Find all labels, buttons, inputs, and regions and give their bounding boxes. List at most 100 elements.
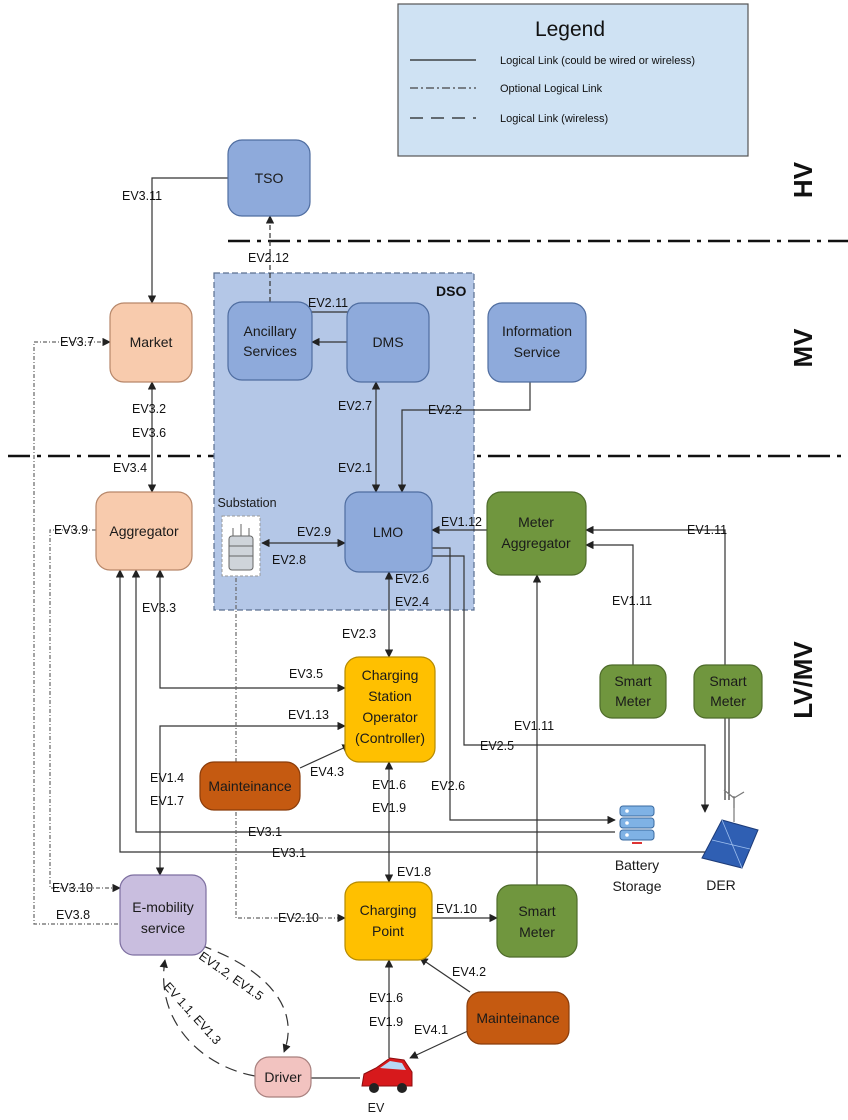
link-maint2-cp — [419, 957, 471, 993]
zone-hv-label: HV — [788, 161, 818, 198]
smart-meter-c-label-1: Smart — [518, 903, 555, 919]
label-ev1-13: EV1.13 — [288, 708, 329, 722]
link-maint-cso — [299, 744, 351, 769]
smart-meter-b-node: Smart Meter — [693, 664, 763, 719]
cso-label-1: Charging — [362, 667, 419, 683]
link-emob-market — [33, 337, 120, 925]
zone-lvmv-label: LV/MV — [788, 641, 818, 719]
smart-meter-a-label-2: Meter — [615, 693, 651, 709]
label-ev3-1-der: EV3.1 — [272, 846, 306, 860]
label-ev2-4: EV2.4 — [395, 595, 429, 609]
label-ev1-11-smart-c: EV1.11 — [514, 719, 554, 733]
der-node: DER — [701, 789, 759, 893]
info-label-2: Service — [514, 344, 561, 360]
connectors — [33, 177, 730, 1079]
link-lmo-der — [432, 555, 710, 813]
battery-storage-node: Battery Storage — [612, 805, 662, 894]
transformer-icon — [228, 524, 254, 571]
link-aggregator-emob — [49, 529, 121, 893]
aggregator-label: Aggregator — [109, 523, 179, 539]
link-emob-cso — [155, 721, 346, 876]
legend-title: Legend — [535, 18, 605, 41]
emob-label-1: E-mobility — [132, 899, 193, 915]
label-ev1-12: EV1.12 — [441, 515, 482, 529]
maint-1-label: Mainteinance — [208, 778, 291, 794]
label-ev2-6-lmo: EV2.6 — [395, 572, 429, 586]
label-ev1-6-ev: EV1.6 — [369, 991, 403, 1005]
link-aggregator-cso — [155, 569, 346, 693]
der-label: DER — [706, 877, 736, 893]
dso-label: DSO — [436, 283, 466, 299]
label-ev2-1: EV2.1 — [338, 461, 372, 475]
label-ev4-1: EV4.1 — [414, 1023, 448, 1037]
dms-label: DMS — [372, 334, 403, 350]
cp-label-1: Charging — [360, 902, 417, 918]
label-ev2-5: EV2.5 — [480, 739, 514, 753]
ev-label: EV — [368, 1101, 385, 1115]
label-ev4-3: EV4.3 — [310, 765, 344, 779]
aggregator-node: Aggregator — [95, 491, 193, 571]
emob-label-2: service — [141, 920, 186, 936]
ancillary-services-node: Ancillary Services — [227, 301, 313, 381]
ancillary-label-1: Ancillary — [244, 323, 297, 339]
charging-point-node: Charging Point — [344, 881, 433, 961]
smart-meter-c-node: Smart Meter — [496, 884, 578, 958]
smart-meter-a-label-1: Smart — [614, 673, 651, 689]
info-label-1: Information — [502, 323, 572, 339]
maint-2-label: Mainteinance — [476, 1010, 559, 1026]
car-icon — [361, 1057, 413, 1093]
battery-label-1: Battery — [615, 857, 659, 873]
legend-dashdot-label: Optional Logical Link — [500, 83, 603, 95]
lmo-label: LMO — [373, 524, 403, 540]
meter-agg-label-2: Aggregator — [501, 535, 571, 551]
label-ev1-4: EV1.4 — [150, 771, 184, 785]
label-ev3-8: EV3.8 — [56, 908, 90, 922]
label-ev2-7: EV2.7 — [338, 399, 372, 413]
label-ev2-3: EV2.3 — [342, 627, 376, 641]
link-tso-market — [147, 177, 228, 304]
label-ev2-12: EV2.12 — [248, 251, 289, 265]
smart-meter-b-label-2: Meter — [710, 693, 746, 709]
link-substation-cp — [235, 578, 346, 923]
lmo-node: LMO — [344, 491, 433, 573]
link-smartmeter-a-meteragg — [585, 540, 634, 665]
legend: Legend Logical Link (could be wired or w… — [397, 3, 749, 157]
driver-label: Driver — [264, 1069, 302, 1085]
label-ev3-5: EV3.5 — [289, 667, 323, 681]
meter-aggregator-node: Meter Aggregator — [486, 491, 587, 576]
ev-node: EV — [361, 1057, 413, 1115]
zone-mv-label: MV — [788, 328, 818, 368]
ancillary-label-2: Services — [243, 343, 297, 359]
label-ev4-2: EV4.2 — [452, 965, 486, 979]
label-ev2-10: EV2.10 — [278, 911, 319, 925]
link-emob-driver-wireless-2 — [159, 959, 256, 1077]
label-ev3-10: EV3.10 — [52, 881, 93, 895]
information-service-node: Information Service — [487, 302, 587, 383]
meter-agg-label-1: Meter — [518, 514, 554, 530]
link-lmo-battery — [432, 547, 616, 825]
charging-station-operator-node: Charging Station Operator (Controller) — [344, 656, 436, 763]
label-ev1-10: EV1.10 — [436, 902, 477, 916]
label-ev1-1-ev1-3: EV 1.1, EV1.3 — [161, 980, 224, 1048]
emobility-service-node: E-mobility service — [119, 874, 207, 956]
label-ev2-6-battery: EV2.6 — [431, 779, 465, 793]
label-ev3-1-battery: EV3.1 — [248, 825, 282, 839]
label-ev1-9-cso: EV1.9 — [372, 801, 406, 815]
link-info-lmo — [397, 382, 531, 493]
link-battery-aggregator — [131, 569, 615, 833]
label-ev2-8: EV2.8 — [272, 553, 306, 567]
label-ev1-8: EV1.8 — [397, 865, 431, 879]
substation-label: Substation — [217, 496, 276, 510]
label-ev1-2-ev1-5: EV1.2, EV1.5 — [196, 949, 266, 1004]
label-ev2-2: EV2.2 — [428, 403, 462, 417]
maintenance-node-1: Mainteinance — [199, 761, 301, 811]
substation-node: Substation — [217, 496, 277, 577]
label-ev3-11: EV3.11 — [122, 189, 162, 203]
maintenance-node-2: Mainteinance — [466, 991, 570, 1045]
legend-solid-label: Logical Link (could be wired or wireless… — [500, 55, 695, 67]
legend-dashed-label: Logical Link (wireless) — [500, 113, 608, 125]
smart-meter-a-node: Smart Meter — [599, 664, 667, 719]
label-ev1-11-der: EV1.11 — [687, 523, 727, 537]
label-ev3-2: EV3.2 — [132, 402, 166, 416]
